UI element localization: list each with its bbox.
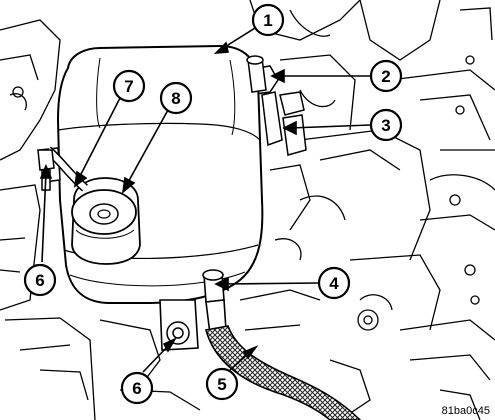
callout-7: 7 bbox=[112, 69, 146, 103]
callout-4: 4 bbox=[317, 266, 351, 300]
callout-3: 3 bbox=[369, 108, 403, 142]
callout-2: 2 bbox=[369, 59, 403, 93]
callout-label-4: 4 bbox=[329, 274, 339, 293]
callout-label-8: 8 bbox=[171, 89, 180, 108]
callout-label-3: 3 bbox=[381, 116, 390, 135]
figure-code: 81ba0c45 bbox=[442, 405, 490, 417]
pressure-cap bbox=[71, 177, 141, 265]
callout-label-6-left: 6 bbox=[35, 271, 44, 290]
callout-leaders bbox=[39, 27, 371, 373]
callout-8: 8 bbox=[159, 81, 193, 115]
callout-5: 5 bbox=[205, 367, 239, 401]
callout-label-5: 5 bbox=[217, 375, 226, 394]
hose-fitting-upper bbox=[246, 55, 267, 93]
callout-label-7: 7 bbox=[124, 77, 133, 96]
outlet-fitting bbox=[202, 269, 227, 335]
mounting-bolt-bottom bbox=[166, 321, 190, 345]
callout-6-bottom: 6 bbox=[120, 371, 154, 405]
callout-6-left: 6 bbox=[23, 263, 57, 297]
callout-label-1: 1 bbox=[263, 11, 272, 30]
callout-1: 1 bbox=[251, 3, 285, 37]
callout-label-6-bottom: 6 bbox=[132, 379, 141, 398]
callout-label-2: 2 bbox=[381, 67, 390, 86]
